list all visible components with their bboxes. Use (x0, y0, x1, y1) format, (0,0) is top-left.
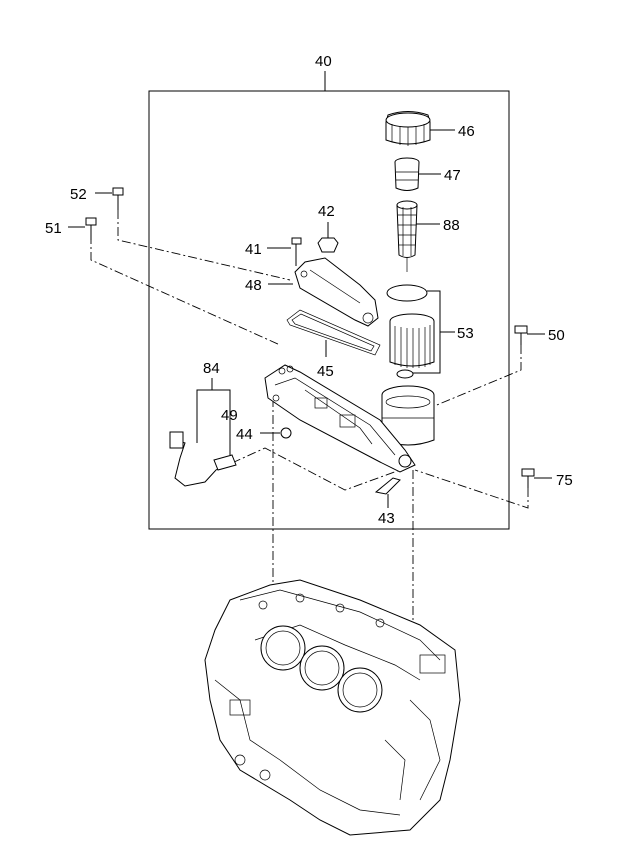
cover-plate (294, 257, 379, 327)
callout-48: 48 (245, 277, 262, 294)
callout-42: 42 (318, 203, 335, 220)
filter-sleeve (394, 157, 420, 191)
callout-45: 45 (317, 363, 334, 380)
callout-51: 51 (45, 220, 62, 237)
callout-75: 75 (556, 472, 573, 489)
small-gasket (374, 477, 401, 495)
bolt-41 (291, 237, 302, 266)
callout-50: 50 (548, 327, 565, 344)
bolt-50 (514, 325, 528, 345)
alignment-lines (90, 210, 529, 640)
bolt-75 (521, 468, 535, 488)
assembly-frame (148, 90, 510, 530)
callout-47: 47 (444, 167, 461, 184)
bolt-52 (112, 187, 124, 210)
callout-52: 52 (70, 186, 87, 203)
wiring-harness (169, 431, 237, 487)
callout-53: 53 (457, 325, 474, 342)
filter-housing (381, 385, 435, 446)
callout-labels: 40 46 47 88 52 51 42 41 48 53 50 45 84 4… (45, 53, 573, 527)
callout-41: 41 (245, 241, 262, 258)
engine-block (204, 579, 461, 836)
gasket (286, 309, 381, 356)
callout-44: 44 (236, 426, 253, 443)
oil-filter-element (386, 284, 435, 379)
bracket (317, 222, 339, 253)
filter-core (396, 200, 418, 272)
callout-40: 40 (315, 53, 332, 70)
callout-49: 49 (221, 407, 238, 424)
bolt-51 (85, 217, 97, 240)
callout-88: 88 (443, 217, 460, 234)
callout-46: 46 (458, 123, 475, 140)
callout-84: 84 (203, 360, 220, 377)
o-ring (280, 427, 292, 439)
oil-filter-adapter (264, 364, 416, 473)
oil-filter-cap (385, 111, 431, 146)
callout-43: 43 (378, 510, 395, 527)
